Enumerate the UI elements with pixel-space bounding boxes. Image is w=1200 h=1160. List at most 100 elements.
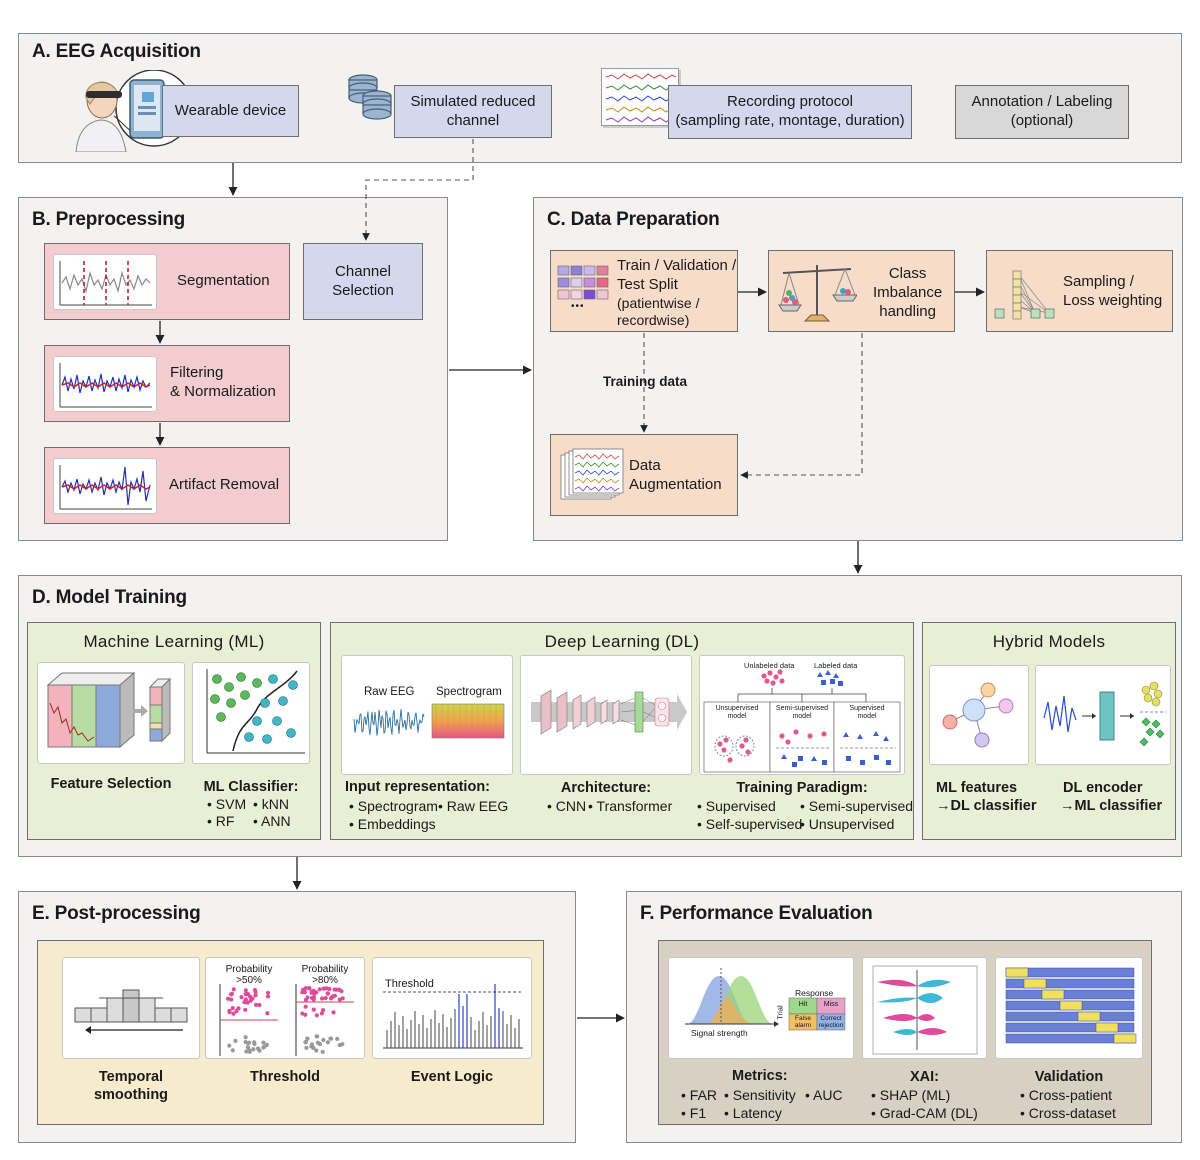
false-alarm-label-2: alarm (794, 1022, 812, 1029)
correct-rejection-label-2: rejection (818, 1022, 844, 1029)
semi-model-label-2: model (792, 713, 812, 720)
dl-paradigm-supervised: • Supervised (697, 798, 776, 814)
input-representation-card: Raw EEG Spectrogram (341, 655, 513, 775)
ml-bullet-svm: • SVM (207, 796, 247, 812)
ml-features-label-1: ML features (936, 780, 1018, 796)
architecture-card (520, 655, 692, 775)
imbalance-label-1: Class (888, 265, 927, 282)
panel-e-title: E. Post-processing (32, 903, 201, 924)
panel-c-title: C. Data Preparation (547, 209, 720, 230)
simulated-label-1: Simulated reduced (410, 92, 536, 110)
spectrogram-label: Spectrogram (436, 686, 502, 698)
hit-label: Hit (798, 1001, 808, 1008)
probability-label-1: Probability (225, 964, 273, 975)
xai-gradcam: • Grad-CAM (DL) (871, 1105, 978, 1121)
metrics-title: Metrics: (732, 1068, 788, 1084)
semi-model-label-1: Semi-supervised (775, 705, 829, 712)
split-grid-icon: ••• (557, 265, 611, 313)
xai-title: XAI: (910, 1069, 939, 1085)
metric-auc: • AUC (805, 1087, 843, 1103)
temporal-label-1: Temporal (98, 1069, 164, 1085)
eeg-traces-icon (601, 68, 679, 126)
split-label-2: Test Split (617, 275, 678, 293)
dl-arch-transformer: • Transformer (588, 798, 673, 814)
artifact-plot (53, 458, 157, 514)
input-representation-title: Input representation: (345, 779, 491, 795)
metrics-card: Response Trial Hit Miss False alarm Corr… (668, 957, 854, 1059)
sampling-label-1: Sampling / (1063, 273, 1134, 290)
panel-f-title: F. Performance Evaluation (640, 903, 873, 924)
protocol-label-1: Recording protocol (727, 93, 853, 111)
ml-to-dl-card (929, 665, 1029, 765)
dl-paradigm-unsup: • Unsupervised (800, 816, 895, 832)
artifact-removal-box: Artifact Removal (44, 447, 290, 524)
ml-classifier-card (192, 662, 310, 764)
feature-selection-card (37, 662, 185, 764)
sampling-label-2: Loss weighting (1063, 291, 1163, 309)
channel-label-1: Channel (335, 262, 391, 280)
split-dots: ••• (571, 301, 585, 312)
split-label-4: recordwise) (617, 312, 690, 328)
protocol-label-2: (sampling rate, montage, duration) (675, 112, 905, 129)
false-alarm-label-1: False (795, 1015, 811, 1022)
dl-paradigm-semi: • Semi-supervised (800, 798, 914, 814)
raw-eeg-label: Raw EEG (364, 686, 415, 698)
augmentation-stack-icon (559, 445, 629, 505)
dl-to-ml-card (1035, 665, 1171, 765)
simulated-channel-box: Simulated reduced channel (394, 85, 552, 138)
wearable-device-box: Wearable device (162, 85, 299, 137)
dl-encoder-label-2: →ML classifier (1060, 798, 1163, 814)
hybrid-title: Hybrid Models (992, 632, 1106, 651)
sampling-icon (993, 267, 1065, 321)
metric-sensitivity: • Sensitivity (724, 1087, 796, 1103)
event-threshold-label: Threshold (385, 978, 434, 990)
validation-cross-patient: • Cross-patient (1020, 1087, 1113, 1103)
validation-title: Validation (1034, 1069, 1104, 1085)
recording-protocol-box: Recording protocol (sampling rate, monta… (668, 85, 912, 139)
augmentation-label-2: Augmentation (629, 475, 722, 493)
threshold-label: Threshold (249, 1069, 321, 1085)
feature-selection-label: Feature Selection (50, 776, 172, 792)
balance-scale-icon (777, 259, 857, 325)
labeled-data-label: Labeled data (814, 661, 858, 670)
augmentation-label-1: Data (629, 457, 661, 474)
xai-card (862, 957, 987, 1059)
correct-rejection-label-1: Correct (820, 1015, 842, 1022)
sup-model-label-2: model (857, 713, 877, 720)
wearable-device-label: Wearable device (174, 101, 287, 119)
unsup-model-label-2: model (727, 713, 747, 720)
panel-d-title: D. Model Training (32, 587, 187, 608)
dl-title: Deep Learning (DL) (544, 632, 700, 651)
imbalance-label-2: Imbalance (873, 283, 943, 301)
sup-model-label-1: Supervised (849, 705, 885, 712)
probability-label-2: Probability (301, 964, 349, 975)
imbalance-label-3: handling (879, 302, 936, 320)
response-label: Response (795, 988, 834, 998)
dl-input-embeddings: • Embeddings (349, 816, 436, 832)
trial-label: Trial (775, 1005, 785, 1020)
channel-selection-box: Channel Selection (303, 243, 423, 320)
filtering-label-1: Filtering (170, 364, 224, 381)
class-imbalance-box: Class Imbalance handling (768, 250, 955, 332)
architecture-title: Architecture: (560, 780, 652, 796)
event-logic-label: Event Logic (410, 1069, 494, 1085)
annotation-box: Annotation / Labeling (optional) (955, 85, 1129, 139)
panel-a-title: A. EEG Acquisition (32, 41, 201, 62)
training-paradigm-card: Unlabeled data Labeled data Unsupervised… (699, 655, 905, 775)
signal-strength-label: Signal strength (691, 1028, 748, 1038)
training-data-label: Training data (603, 374, 688, 389)
threshold-card: Probability >50% Probability >80% (205, 957, 365, 1059)
ml-classifier-title: ML Classifier: (203, 779, 299, 795)
training-paradigm-title: Training Paradigm: (736, 780, 868, 796)
event-logic-card: Threshold (372, 957, 532, 1059)
metric-f1: • F1 (681, 1105, 707, 1121)
ml-title: Machine Learning (ML) (83, 632, 265, 651)
data-augmentation-box: Data Augmentation (550, 434, 738, 516)
dl-input-spectrogram: • Spectrogram (349, 798, 438, 814)
unlabeled-data-label: Unlabeled data (744, 661, 795, 670)
artifact-removal-label: Artifact Removal (169, 476, 280, 493)
probability-50-label: >50% (236, 975, 262, 986)
channel-label-2: Selection (332, 281, 394, 299)
dl-encoder-label-1: DL encoder (1063, 780, 1143, 796)
unsup-model-label-1: Unsupervised (715, 705, 759, 712)
